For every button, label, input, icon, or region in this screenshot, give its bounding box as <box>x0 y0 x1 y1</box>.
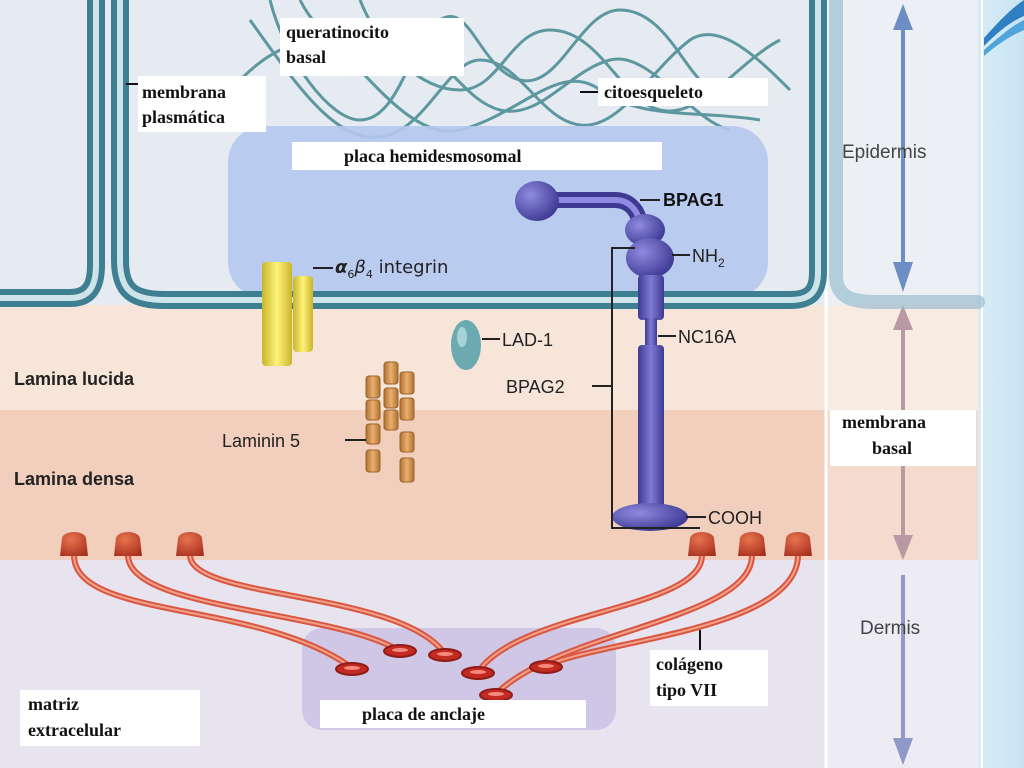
label-colageno: colágeno <box>656 654 723 674</box>
label-placa-anclaje: placa de anclaje <box>362 704 485 724</box>
label-membrana-basal: membrana <box>842 412 926 432</box>
epidermis-arrow <box>893 4 913 292</box>
label-matriz: matriz <box>28 694 79 714</box>
label-bpag2: BPAG2 <box>506 377 565 397</box>
label-membrana-plasmatica: membrana <box>142 82 226 102</box>
lamina-lucida-layer <box>0 305 978 410</box>
plasma-membrane <box>0 0 985 309</box>
label-epidermis: Epidermis <box>842 142 926 163</box>
lamina-densa-layer <box>0 410 978 560</box>
swoosh-decoration <box>984 0 1024 46</box>
label-lad1: LAD-1 <box>502 330 553 350</box>
label-cooh: COOH <box>708 508 762 528</box>
label-basal: basal <box>872 438 912 458</box>
label-laminin5: Laminin 5 <box>222 431 300 451</box>
label-citoesqueleto: citoesqueleto <box>604 82 703 102</box>
lad-1-protein <box>451 320 500 370</box>
laminin-5 <box>345 361 415 483</box>
collagen-caps <box>60 532 812 556</box>
label-bpag1: BPAG1 <box>663 190 724 210</box>
label-integrin: α6β4 integrin <box>335 257 448 281</box>
integrin-a6b4 <box>262 262 333 366</box>
side-panel <box>978 0 1024 768</box>
label-dermis: Dermis <box>860 618 920 639</box>
label-nc16a: NC16A <box>678 327 736 347</box>
label-lamina-lucida: Lamina lucida <box>14 369 135 389</box>
label-queratinocito: queratinocito <box>286 22 389 42</box>
label-tipo-vii: tipo VII <box>656 680 717 700</box>
label-placa-hemidesmosomal: placa hemidesmosomal <box>344 146 522 166</box>
dermis-arrow <box>893 575 913 765</box>
label-lamina-densa: Lamina densa <box>14 469 135 489</box>
label-nh2: NH2 <box>692 246 725 270</box>
label-queratinocito-basal: basal <box>286 47 326 67</box>
label-plasmatica: plasmática <box>142 107 225 127</box>
label-extracelular: extracelular <box>28 720 121 740</box>
bpag-complex <box>515 181 706 531</box>
